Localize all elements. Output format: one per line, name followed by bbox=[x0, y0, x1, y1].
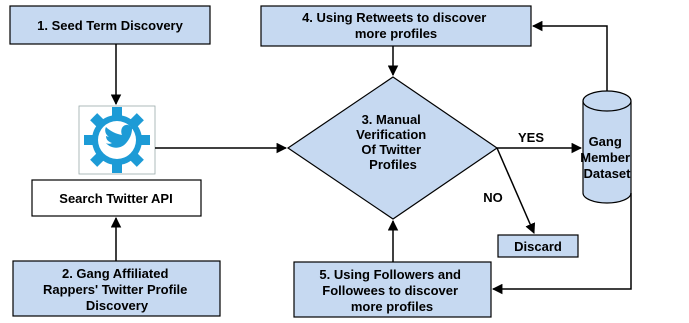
twitter-bird-gear-icon bbox=[78, 105, 156, 175]
edge-dataset-to-retweets bbox=[531, 20, 608, 91]
seed-term-discovery-label: 1. Seed Term Discovery bbox=[37, 18, 183, 33]
rappers-profile-discovery-label: 2. Gang Affiliated Rappers' Twitter Prof… bbox=[43, 266, 191, 313]
yes-edge-label: YES bbox=[518, 130, 544, 145]
edge-dataset-to-followers bbox=[491, 193, 632, 295]
followers-discovery-label: 5. Using Followers and Followees to disc… bbox=[319, 267, 464, 314]
discard-label: Discard bbox=[514, 239, 562, 254]
gang-member-dataset-cylinder bbox=[582, 90, 632, 204]
rappers-profile-discovery-box bbox=[12, 260, 221, 317]
no-edge-label: NO bbox=[483, 190, 503, 205]
retweets-discovery-label: 4. Using Retweets to discover more profi… bbox=[302, 10, 490, 41]
search-twitter-api-box bbox=[31, 179, 202, 217]
edge-verification-no-to-discard bbox=[496, 147, 536, 234]
search-twitter-api-label: Search Twitter API bbox=[59, 191, 172, 206]
retweets-discovery-box bbox=[260, 5, 532, 47]
followers-discovery-box bbox=[293, 261, 492, 318]
gang-member-dataset-label: Gang Member Dataset bbox=[580, 134, 633, 181]
discard-box bbox=[497, 234, 579, 258]
seed-term-discovery-box bbox=[9, 5, 211, 45]
manual-verification-diamond bbox=[286, 76, 499, 220]
manual-verification-label: 3. Manual Verification Of Twitter Profil… bbox=[356, 112, 430, 172]
